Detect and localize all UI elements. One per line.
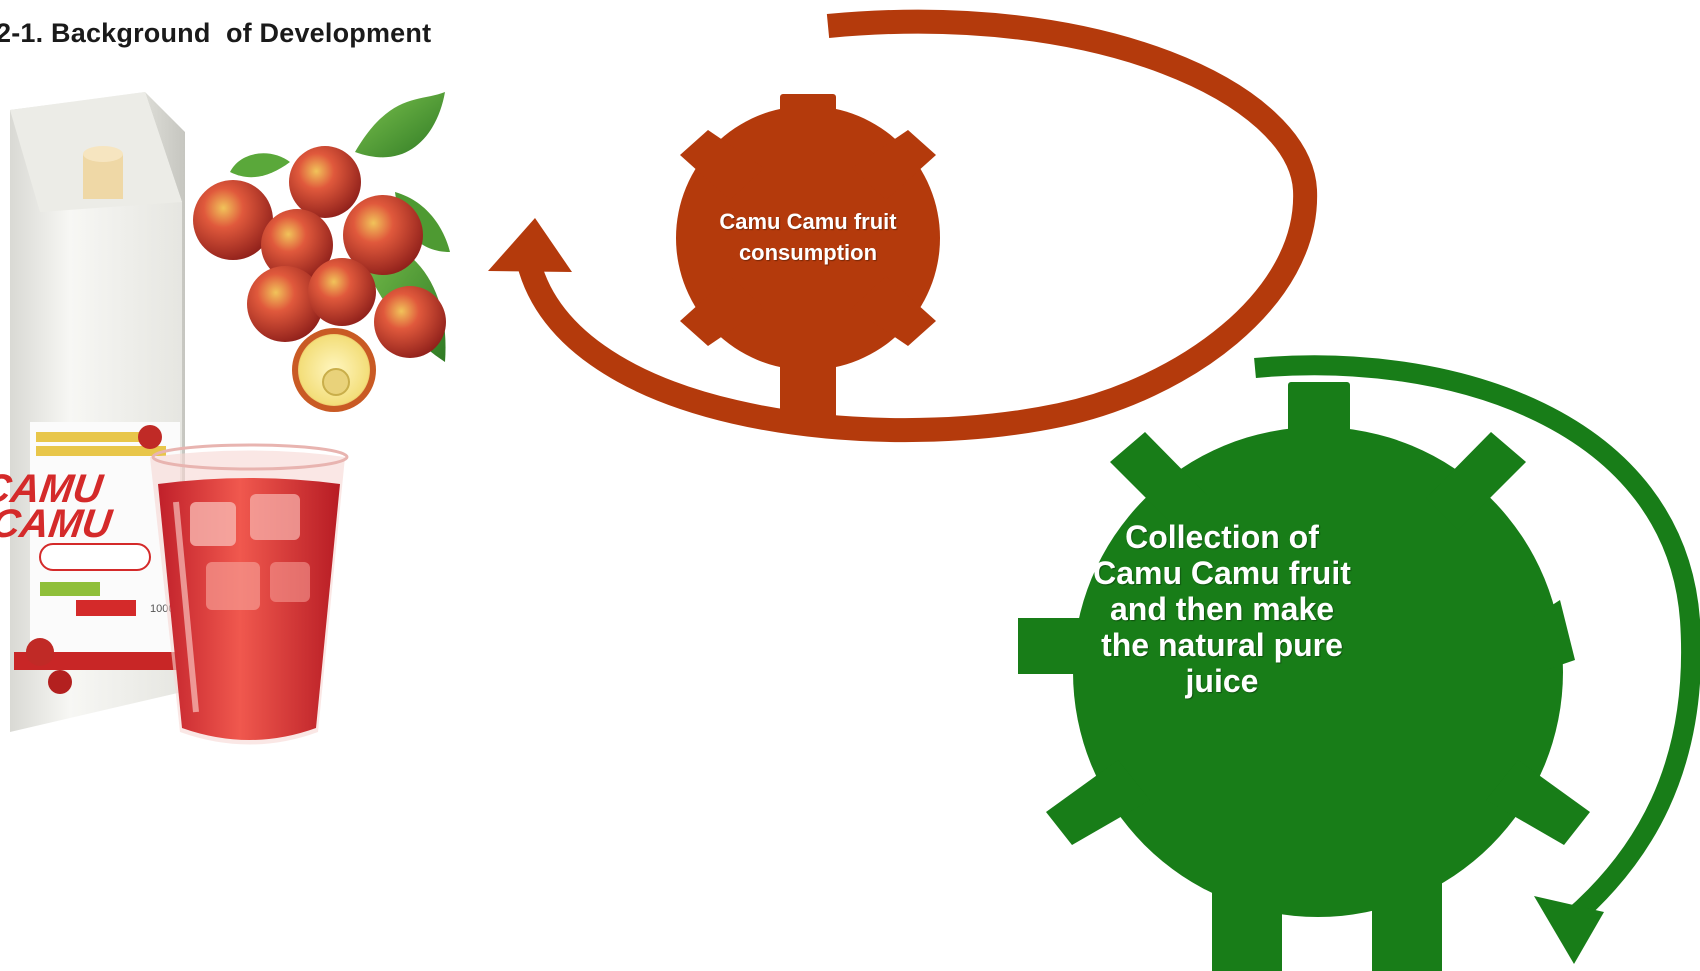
juice-glass: [150, 443, 349, 745]
section-heading: 2-1. Background of Development: [0, 18, 432, 48]
camu-camu-fruits: [193, 146, 446, 412]
consumption-arrowhead: [488, 218, 572, 272]
svg-text:CAMU: CAMU: [0, 501, 115, 546]
collection-gear: [1018, 382, 1590, 971]
svg-text:CAMU: CAMU: [0, 466, 106, 511]
collection-step-label: Collection of Camu Camu fruit and then m…: [1093, 519, 1351, 699]
collection-arrowhead: [1534, 896, 1604, 964]
consumption-step-label: Camu Camu fruit consumption: [719, 209, 897, 265]
consumption-gear: [676, 94, 940, 426]
juice-carton: CAMU CAMU 1000ml: [0, 92, 186, 732]
consumption-cycle-arrow: [515, 9, 1318, 443]
camu-camu-product-photo: CAMU CAMU 1000ml: [0, 92, 450, 745]
collection-cycle-arrow: [1254, 355, 1700, 928]
